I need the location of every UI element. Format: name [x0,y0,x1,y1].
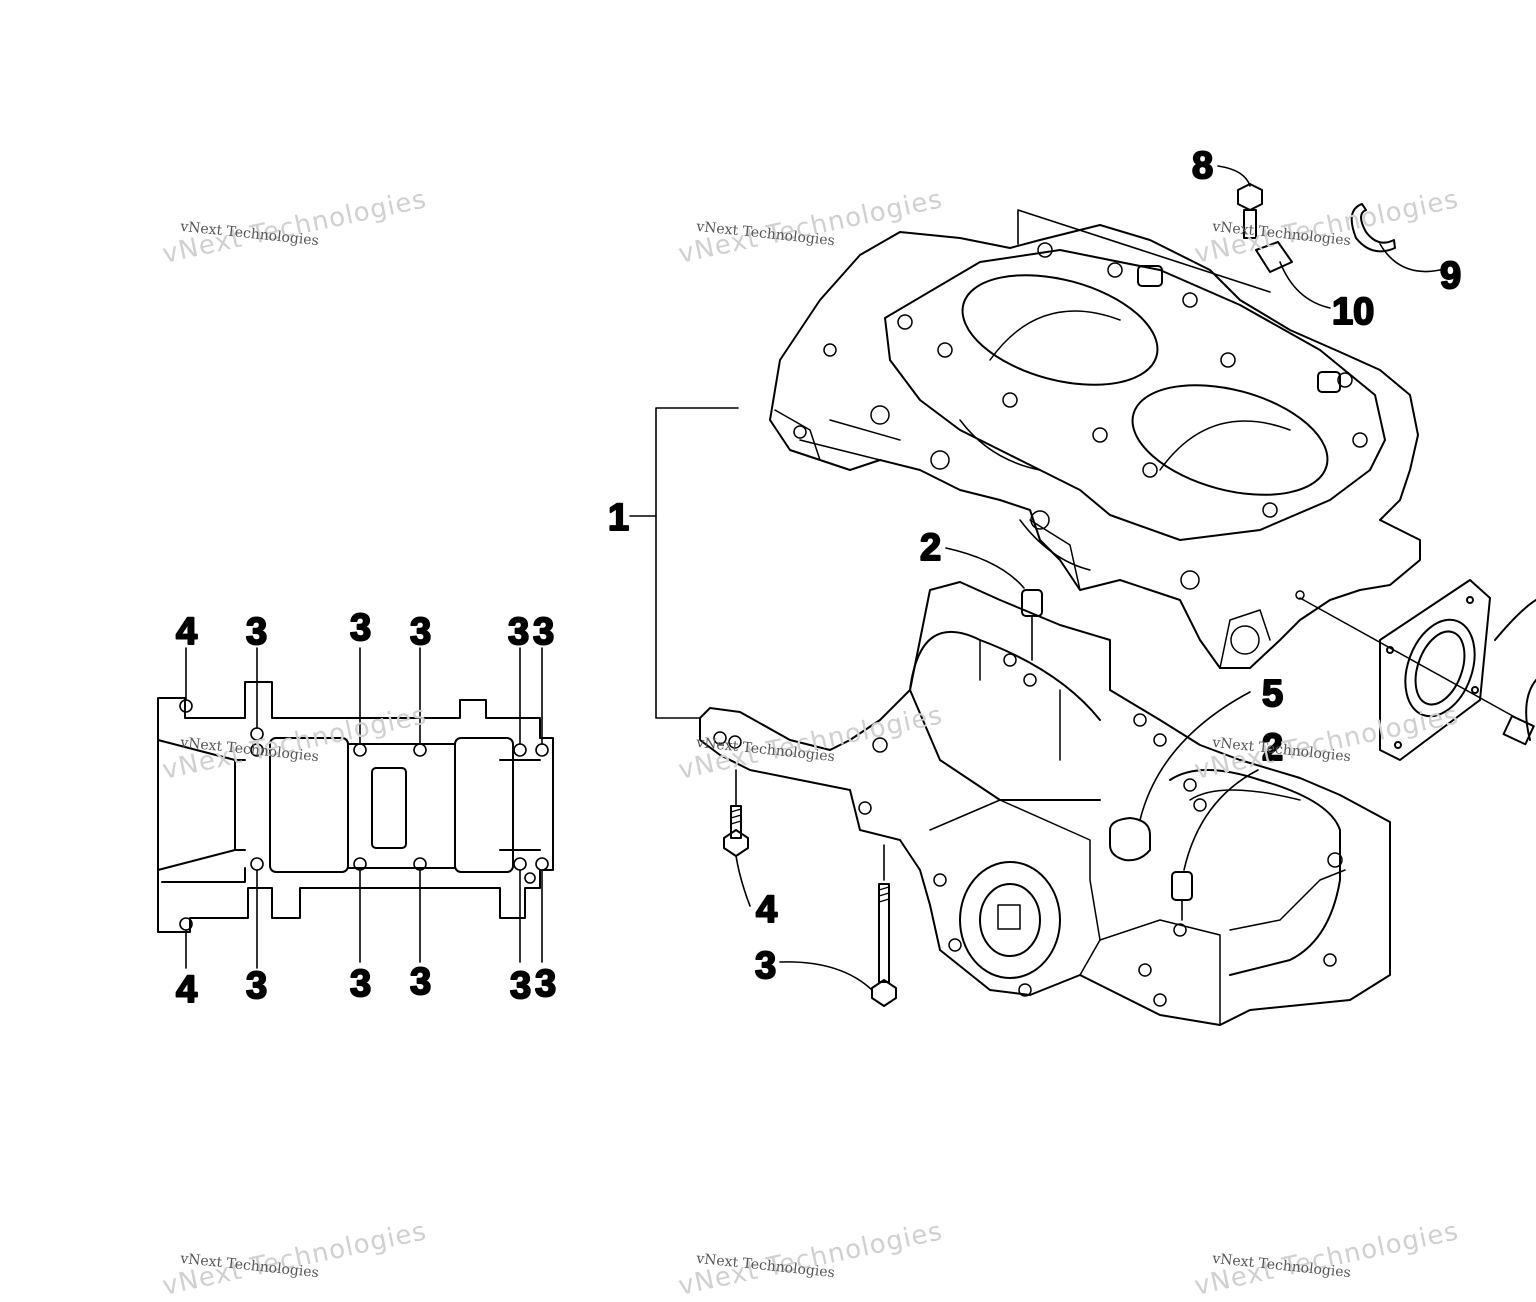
callout-bottom-3d: 3 [510,965,531,1007]
callout-top-4: 4 [176,611,197,653]
callout-labels: 1 2 2 3 4 5 8 9 10 4 3 3 3 3 3 4 3 3 3 3… [175,144,1462,1012]
callout-bottom-3c: 3 [410,961,431,1003]
callout-8: 8 [1192,145,1213,187]
callout-top-3b: 3 [350,607,371,649]
callout-3: 3 [755,945,776,987]
callout-bottom-4: 4 [176,969,197,1011]
callout-4: 4 [756,889,777,931]
callout-top-3e: 3 [533,611,554,653]
seal-plate [1379,579,1536,761]
callout-2: 2 [920,527,941,569]
callout-9: 9 [1440,255,1461,297]
upper-crankcase [769,224,1421,669]
callout-top-3c: 3 [410,611,431,653]
callout-bottom-3e: 3 [535,963,556,1005]
callout-top-3d: 3 [508,611,529,653]
callout-2b: 2 [1262,727,1283,769]
callout-1: 1 [608,497,629,539]
lower-crankcase [699,581,1391,1026]
callout-bottom-3b: 3 [350,963,371,1005]
callout-bottom-3a: 3 [246,965,267,1007]
crankcase-bottom-view [157,647,554,969]
leader-lines [629,165,1441,991]
callout-10: 10 [1332,291,1374,333]
callout-5: 5 [1262,673,1283,715]
callout-top-3a: 3 [246,611,267,653]
hardware [723,183,1535,1007]
